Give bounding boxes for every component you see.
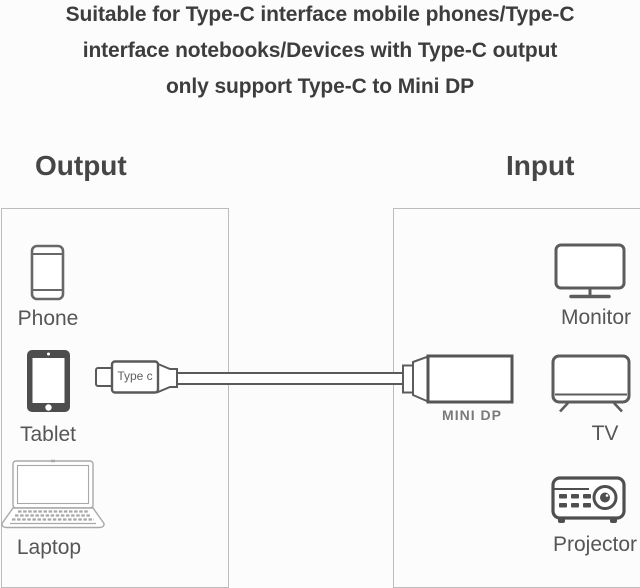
phone-label: Phone (17, 307, 79, 330)
input-heading: Input (506, 150, 575, 181)
type-c-connector-label: Type c (117, 369, 153, 383)
laptop-label: Laptop (16, 536, 82, 559)
tablet-label: Tablet (19, 423, 77, 446)
tablet-icon (27, 350, 70, 412)
phone-icon (30, 244, 65, 301)
title-line-3: only support Type-C to Mini DP (165, 75, 475, 98)
monitor-label: Monitor (560, 306, 632, 329)
projector-icon (551, 476, 626, 523)
projector-label: Projector (552, 533, 638, 556)
mini-dp-adapter-label: MINI DP (442, 407, 502, 423)
tv-icon (551, 354, 631, 413)
title-line-2: interface notebooks/Devices with Type-C … (82, 39, 558, 62)
diagram-artwork (1, 243, 631, 529)
laptop-icon (1, 459, 105, 529)
cable-line (171, 372, 409, 385)
mini-dp-adapter (402, 354, 514, 404)
title: Suitable for Type-C interface mobile pho… (0, 0, 640, 105)
type-c-connector (95, 360, 178, 394)
tv-label: TV (591, 422, 619, 445)
monitor-icon (554, 243, 626, 299)
title-line-1: Suitable for Type-C interface mobile pho… (65, 3, 575, 26)
output-heading: Output (35, 150, 127, 181)
